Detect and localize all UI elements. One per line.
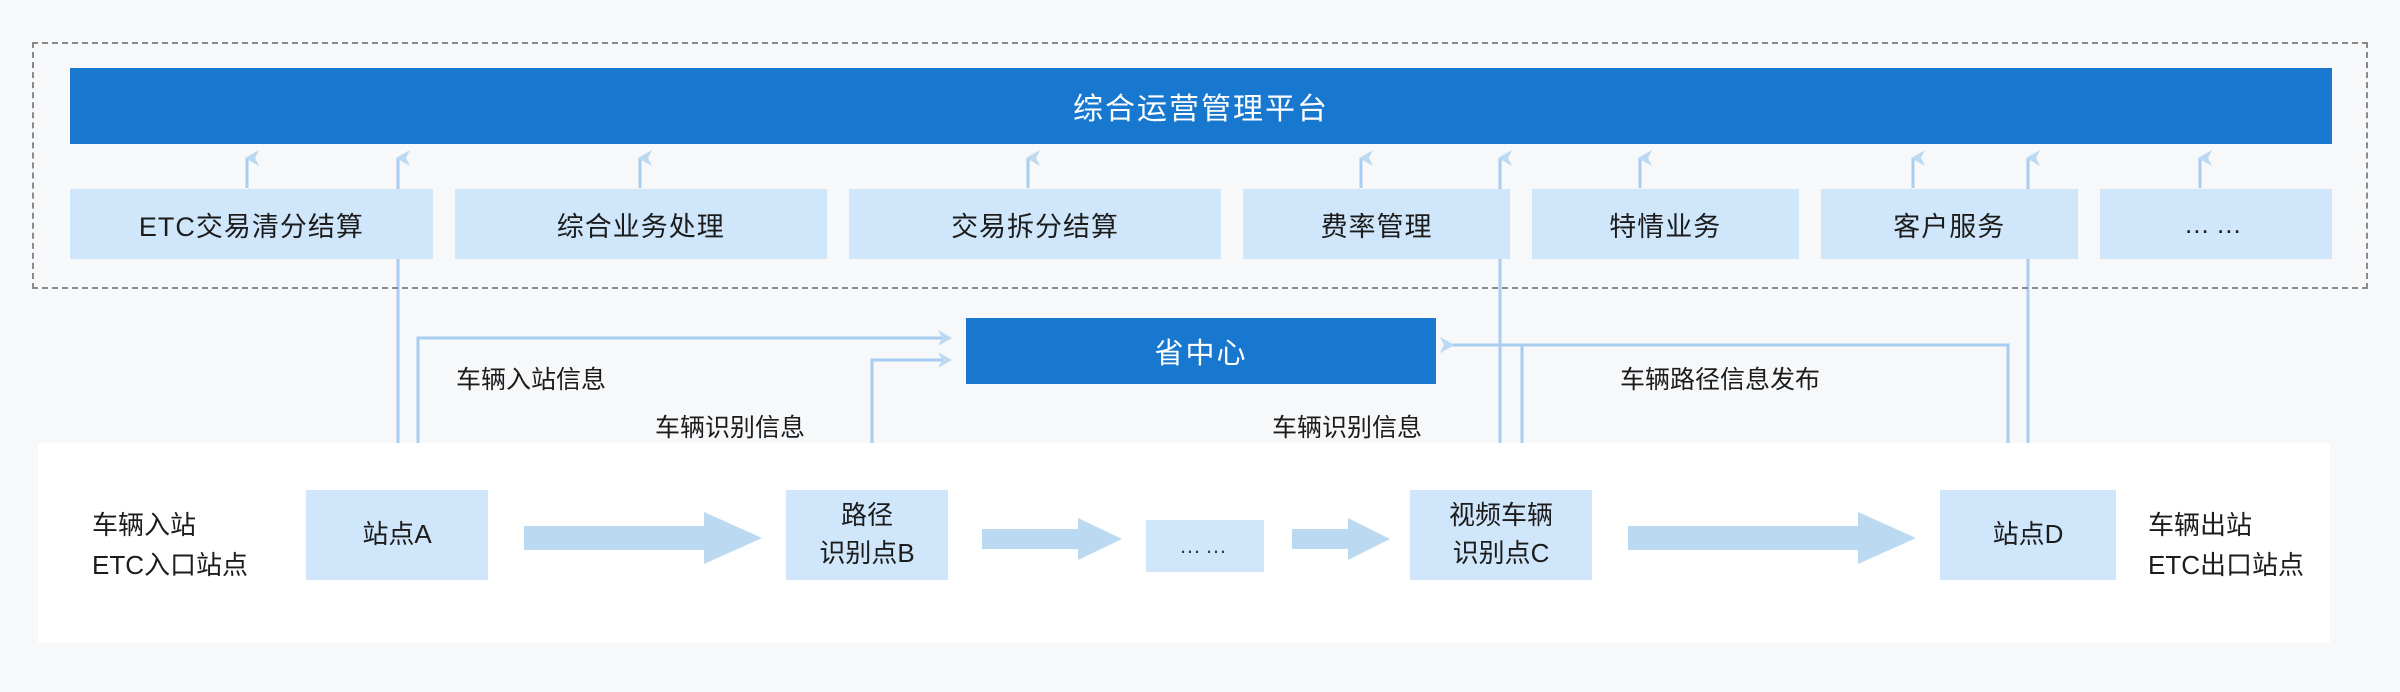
node-line1: 路径 [840,500,893,531]
province-center-label: 省中心 [1154,338,1248,370]
module-label: 特情业务 [1609,211,1722,242]
module-integrated-business[interactable]: 综合业务处理 [454,189,827,259]
platform-modules: ETC交易清分结算 综合业务处理 交易拆分结算 费率管理 特情业务 客户服务 …… [70,189,2332,259]
module-label: 费率管理 [1320,211,1433,242]
module-more[interactable]: …… [2099,189,2332,259]
flow-arrow-b-to-ellipsis [982,518,1122,560]
province-center-box[interactable]: 省中心 [966,318,1436,384]
caption-exit-line1: 车辆出站 [2148,510,2253,540]
flow-arrow-c-to-d [1628,512,1916,564]
module-special-case-business[interactable]: 特情业务 [1531,189,1799,259]
module-label: ETC交易清分结算 [138,211,364,242]
module-label: 综合业务处理 [556,211,725,242]
module-customer-service[interactable]: 客户服务 [1820,189,2078,259]
caption-entry-line1: 车辆入站 [92,510,197,540]
module-label: 客户服务 [1893,211,2006,242]
label-vehicle-entry-info: 车辆入站信息 [456,366,607,394]
module-label: …… [2183,208,2248,239]
platform-boundary [32,42,2368,289]
flow-arrow-a-to-b [524,512,762,564]
caption-entry-line2: ETC入口站点 [92,550,249,581]
node-line2: 识别点B [819,538,915,568]
flow-arrow-ellipsis-to-c [1292,518,1390,560]
node-line1: 站点A [362,519,432,550]
caption-exit-line2: ETC出口站点 [2148,550,2305,581]
node-path-point-b[interactable]: 路径 识别点B [786,490,948,580]
label-vehicle-id-info-right: 车辆识别信息 [1272,414,1423,442]
platform-title-bar: 综合运营管理平台 [70,68,2332,144]
caption-exit: 车辆出站 ETC出口站点 [2148,505,2304,586]
node-station-d[interactable]: 站点D [1940,490,2116,580]
module-rate-management[interactable]: 费率管理 [1243,189,1510,259]
node-ellipsis[interactable]: …… [1146,520,1264,572]
node-line1: …… [1179,533,1231,559]
module-transaction-split[interactable]: 交易拆分结算 [848,189,1222,259]
platform-title: 综合运营管理平台 [1073,93,1329,126]
node-video-point-c[interactable]: 视频车辆 识别点C [1410,490,1592,580]
node-line1: 视频车辆 [1448,500,1553,531]
module-etc-clearing[interactable]: ETC交易清分结算 [70,189,433,259]
node-station-a[interactable]: 站点A [306,490,488,580]
node-line1: 站点D [1992,519,2064,550]
label-vehicle-id-info-left: 车辆识别信息 [655,414,806,442]
module-label: 交易拆分结算 [951,211,1120,242]
label-vehicle-route-publish: 车辆路径信息发布 [1620,366,1821,394]
caption-entry: 车辆入站 ETC入口站点 [92,505,248,586]
node-line2: 识别点C [1452,538,1550,568]
